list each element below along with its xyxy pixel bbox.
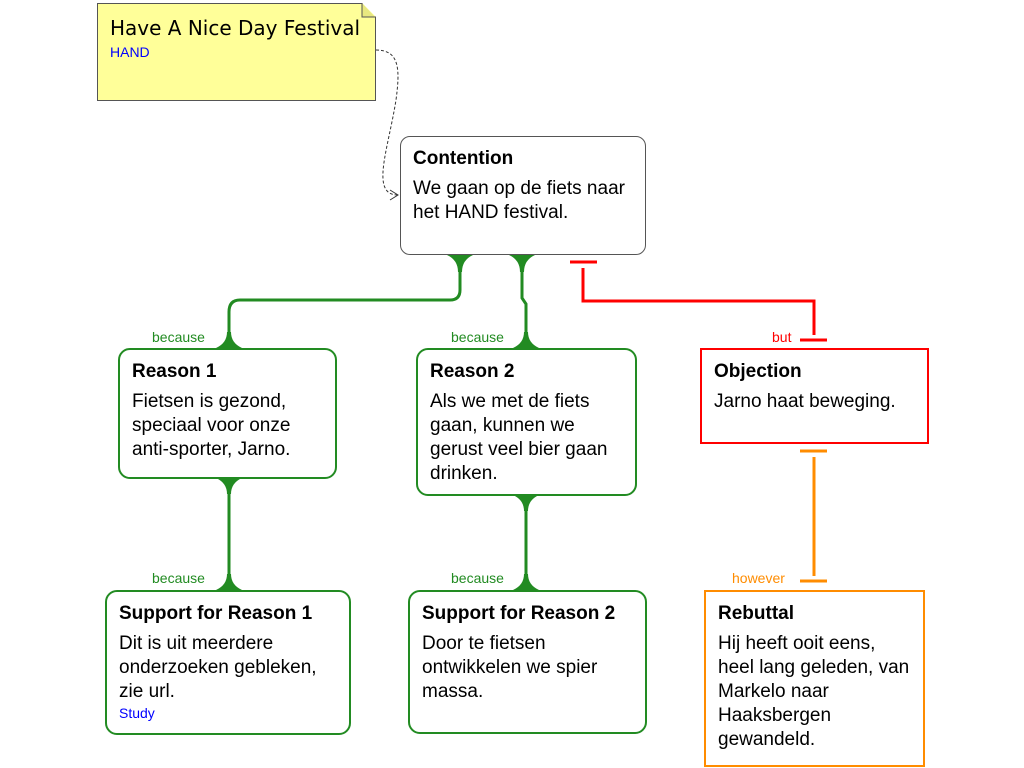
note-fold-icon	[361, 3, 375, 18]
note-link[interactable]: HAND	[110, 44, 150, 60]
support1-node[interactable]: Support for Reason 1 Dit is uit meerdere…	[105, 590, 351, 735]
link-label: because	[451, 329, 504, 345]
node-title: Objection	[714, 361, 802, 382]
link-label: because	[152, 329, 205, 345]
note-card[interactable]: Have A Nice Day Festival HAND	[97, 3, 376, 101]
link-label: because	[451, 570, 504, 586]
node-text: Als we met de fiets gaan, kunnen we geru…	[430, 391, 608, 484]
note-link-dashed	[375, 49, 399, 196]
link-label: however	[732, 570, 785, 586]
node-text: Hij heeft ooit eens, heel lang geleden, …	[718, 633, 910, 750]
link-reason2	[520, 256, 528, 348]
node-title: Contention	[413, 148, 514, 169]
reason2-node[interactable]: Reason 2 Als we met de fiets gaan, kunne…	[416, 348, 637, 496]
node-title: Support for Reason 2	[422, 603, 616, 624]
node-title: Rebuttal	[718, 603, 794, 624]
node-text: Door te fietsen ontwikkelen we spier mas…	[422, 633, 598, 702]
support1-link[interactable]: Study	[119, 705, 155, 721]
node-text: Jarno haat beweging.	[714, 391, 896, 412]
note-link-arrowhead	[389, 189, 399, 201]
node-title: Support for Reason 1	[119, 603, 313, 624]
reason1-node[interactable]: Reason 1 Fietsen is gezond, speciaal voo…	[118, 348, 337, 479]
support2-node[interactable]: Support for Reason 2 Door te fietsen ont…	[408, 590, 647, 734]
node-title: Reason 2	[430, 361, 515, 382]
objection-node[interactable]: Objection Jarno haat beweging.	[700, 348, 929, 444]
link-rebuttal	[800, 449, 827, 583]
node-text: Dit is uit meerdere onderzoeken gebleken…	[119, 633, 317, 702]
node-title: Reason 1	[132, 361, 217, 382]
note-title: Have A Nice Day Festival	[110, 16, 361, 40]
contention-node[interactable]: Contention We gaan op de fiets naar het …	[400, 136, 646, 255]
node-text: We gaan op de fiets naar het HAND festiv…	[413, 178, 625, 223]
rebuttal-node[interactable]: Rebuttal Hij heeft ooit eens, heel lang …	[704, 590, 925, 767]
link-label: but	[772, 329, 792, 345]
node-text: Fietsen is gezond, speciaal voor onze an…	[132, 391, 291, 460]
link-label: because	[152, 570, 205, 586]
link-reason1	[227, 256, 462, 348]
link-objection	[570, 260, 827, 342]
